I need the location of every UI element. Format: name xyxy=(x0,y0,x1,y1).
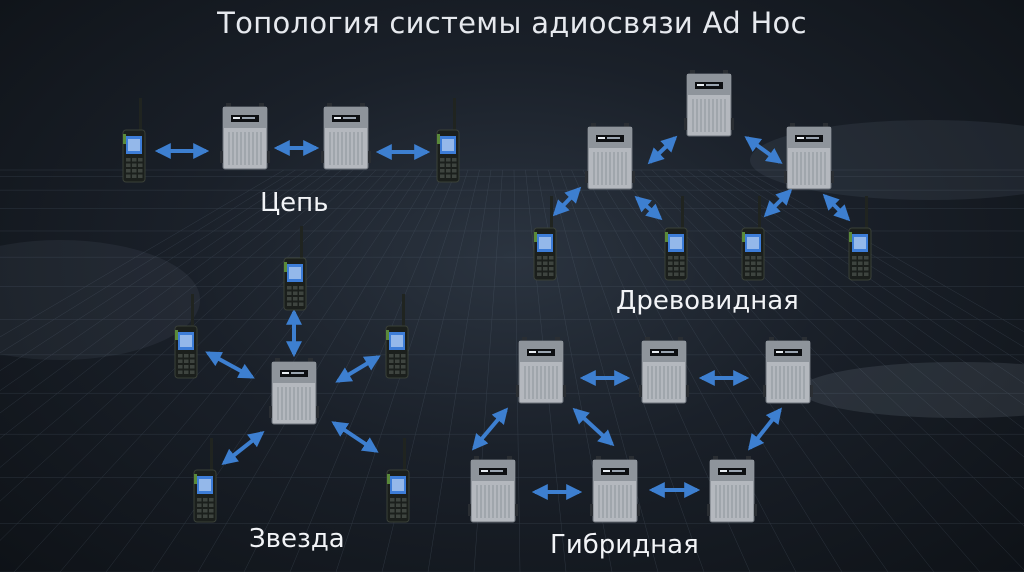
base-station-star-center xyxy=(269,358,319,425)
label-tree: Древовидная xyxy=(616,286,799,316)
radio-chain-right xyxy=(436,98,460,183)
radio-chain-left xyxy=(122,98,146,183)
base-station-chain-2 xyxy=(321,103,371,170)
link-star-bottom-right xyxy=(331,421,379,453)
label-chain: Цепь xyxy=(260,188,329,218)
radio-tree-3 xyxy=(741,196,765,281)
base-station-tree-root xyxy=(684,70,734,137)
radio-star-left xyxy=(174,294,198,379)
link-star-right xyxy=(335,355,381,383)
page-title: Топология системы адиосвязи Ad Hoc xyxy=(217,6,807,40)
base-station-hybrid-6 xyxy=(707,456,757,523)
radio-star-top xyxy=(283,226,307,311)
base-station-chain-1 xyxy=(220,103,270,170)
base-station-hybrid-4 xyxy=(468,456,518,523)
link-tree-1 xyxy=(647,135,678,165)
base-station-hybrid-3 xyxy=(763,337,813,404)
glow-left xyxy=(0,240,200,360)
radio-star-bottom-left xyxy=(193,438,217,523)
grid-lines xyxy=(0,169,1024,572)
link-hybrid-4 xyxy=(572,407,615,447)
link-tree-4 xyxy=(634,195,663,221)
label-hybrid: Гибридная xyxy=(550,530,699,560)
base-station-tree-right xyxy=(784,123,834,190)
label-star: Звезда xyxy=(249,524,345,554)
base-station-hybrid-2 xyxy=(639,337,689,404)
radio-tree-1 xyxy=(533,196,557,281)
link-tree-6 xyxy=(822,193,851,222)
base-station-tree-left xyxy=(585,123,635,190)
link-star-bottom-left xyxy=(221,431,265,465)
link-tree-2 xyxy=(744,136,783,164)
link-tree-3 xyxy=(552,186,582,217)
link-hybrid-3 xyxy=(471,407,509,451)
radio-star-bottom-right xyxy=(386,438,410,523)
link-hybrid-5 xyxy=(748,407,782,451)
base-station-hybrid-1 xyxy=(516,337,566,404)
radio-tree-2 xyxy=(664,196,688,281)
glow-right xyxy=(800,362,1024,418)
link-tree-5 xyxy=(763,188,793,218)
radio-tree-4 xyxy=(848,196,872,281)
base-station-hybrid-5 xyxy=(590,456,640,523)
link-star-left xyxy=(205,351,255,379)
radio-star-right xyxy=(385,294,409,379)
